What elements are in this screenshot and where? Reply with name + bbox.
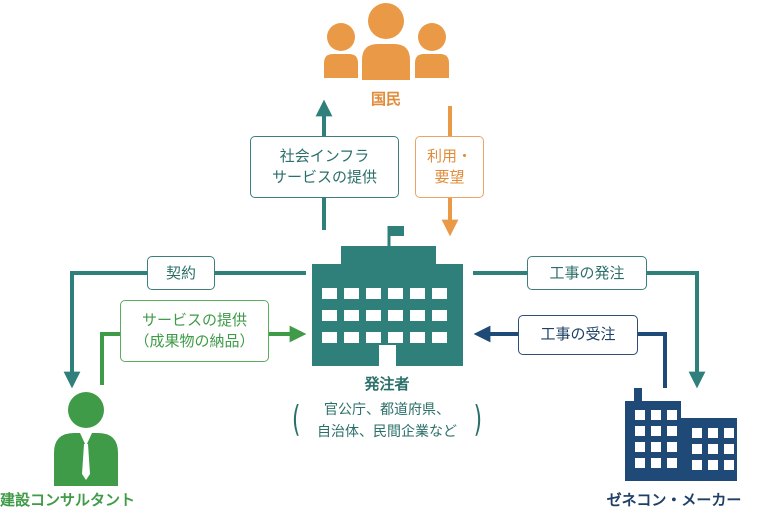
window: [724, 428, 734, 438]
window: [344, 310, 359, 321]
window: [667, 426, 677, 436]
construction-acceptance-box: 工事の受注: [518, 315, 638, 355]
window: [667, 410, 677, 420]
window: [432, 288, 447, 299]
orderer-detail: 官公庁、都道府県、 自治体、民間企業など ( ): [292, 399, 482, 445]
window: [322, 310, 337, 321]
window: [692, 460, 702, 470]
window: [410, 288, 425, 299]
window: [344, 332, 359, 343]
window: [432, 310, 447, 321]
window: [708, 460, 718, 470]
window: [432, 332, 447, 343]
consultant-label: 建設コンサルタント: [0, 491, 136, 509]
window: [692, 428, 702, 438]
infra-service-line1: 社会インフラ: [279, 147, 370, 165]
window: [651, 442, 661, 452]
service-delivery-line2: （成果物の納品）: [134, 332, 255, 350]
window: [322, 288, 337, 299]
window: [388, 332, 403, 343]
orderer-detail-line1: 官公庁、都道府県、: [324, 402, 450, 418]
window: [635, 410, 645, 420]
window: [667, 458, 677, 468]
infra-service-box: 社会インフラ サービスの提供: [250, 136, 399, 198]
people-group-icon: [324, 3, 449, 80]
orderer-detail-line2: 自治体、民間企業など: [317, 424, 457, 440]
contract-label: 契約: [165, 264, 196, 282]
window: [366, 310, 381, 321]
window: [651, 410, 661, 420]
service-delivery-box: サービスの提供 （成果物の納品）: [120, 300, 269, 362]
construction-acceptance-label: 工事の受注: [540, 325, 616, 343]
window: [366, 288, 381, 299]
use-request-line2: 要望: [434, 168, 465, 186]
office-buildings-icon: [625, 388, 737, 481]
window: [724, 444, 734, 454]
general-contractor-label: ゼネコン・メーカー: [606, 491, 742, 509]
contract-arrow: [63, 271, 306, 389]
window: [708, 428, 718, 438]
window: [388, 310, 403, 321]
orderer-label: 発注者: [364, 375, 410, 393]
infra-service-line2: サービスの提供: [271, 168, 377, 186]
contract-box: 契約: [147, 256, 215, 290]
window: [388, 288, 403, 299]
window: [344, 288, 359, 299]
window: [635, 426, 645, 436]
right-paren: ): [473, 399, 482, 440]
window: [322, 332, 337, 343]
window: [410, 310, 425, 321]
businessperson-icon: [54, 392, 118, 486]
citizens-label: 国民: [370, 90, 401, 108]
window: [708, 444, 718, 454]
government-building-icon: [312, 226, 463, 366]
window: [410, 332, 425, 343]
window: [635, 442, 645, 452]
service-delivery-line1: サービスの提供: [141, 311, 247, 329]
window: [651, 426, 661, 436]
window: [651, 458, 661, 468]
window: [667, 442, 677, 452]
window: [692, 444, 702, 454]
construction-order-box: 工事の発注: [527, 256, 647, 290]
use-request-line1: 利用・: [426, 147, 472, 165]
window: [379, 345, 396, 366]
window: [366, 332, 381, 343]
use-request-box: 利用・ 要望: [415, 136, 484, 198]
construction-order-label: 工事の発注: [549, 264, 625, 282]
left-paren: (: [292, 399, 301, 440]
window: [724, 460, 734, 470]
window: [635, 458, 645, 468]
